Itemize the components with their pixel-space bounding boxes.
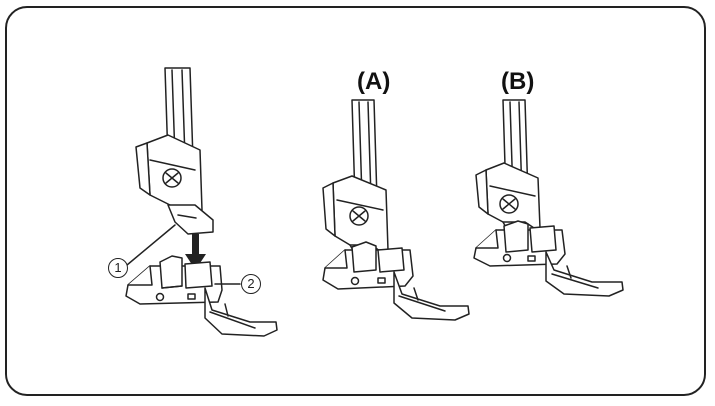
- label-variant-b: (B): [501, 68, 535, 95]
- callout-2: 2: [241, 274, 261, 294]
- down-arrow-icon: [185, 234, 206, 270]
- shank-left: [135, 67, 214, 235]
- callout-1: 1: [108, 258, 128, 278]
- presser-foot-left: [125, 255, 278, 337]
- assembly-b: [473, 99, 624, 297]
- label-variant-a: (A): [357, 68, 391, 95]
- callout-line-1: [126, 224, 176, 266]
- assembly-a: [322, 99, 470, 321]
